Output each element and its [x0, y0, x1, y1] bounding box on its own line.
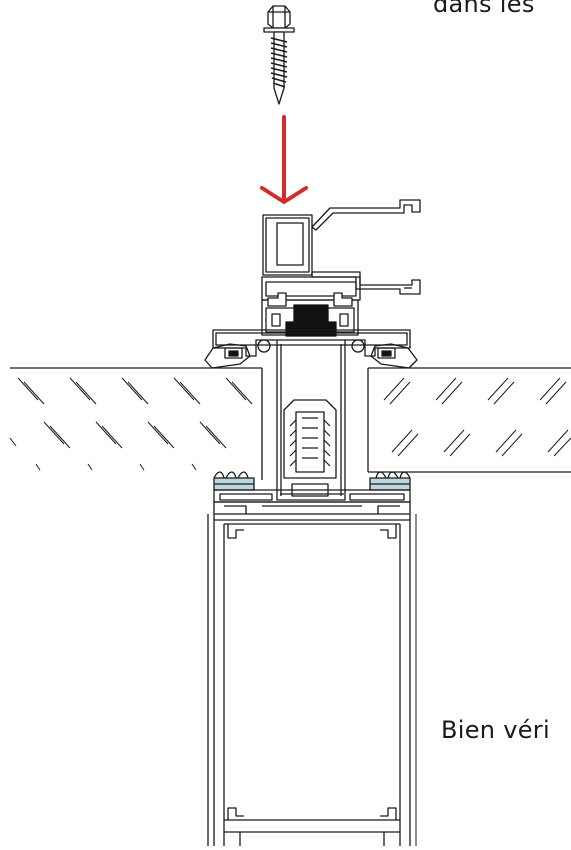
caption-bottom: Bien véri — [441, 716, 550, 744]
pressure-plate — [204, 329, 418, 369]
screw-port-ribs — [289, 417, 331, 467]
down-arrow-icon — [260, 115, 308, 204]
lower-seal-left — [213, 471, 255, 491]
glass-panel-right — [367, 367, 571, 473]
center-stem — [276, 340, 346, 501]
glass-panel-left — [9, 367, 263, 480]
self-drilling-screw-icon — [263, 5, 295, 105]
gasket-block — [285, 304, 337, 337]
caption-top: dans les — [433, 0, 535, 18]
mullion-profile — [207, 489, 417, 846]
glass-hatch — [9, 377, 253, 471]
cover-cap-profile — [261, 199, 421, 336]
screw-thread — [270, 37, 288, 88]
lower-seal-right — [369, 471, 411, 491]
glass-hatch — [383, 377, 571, 457]
